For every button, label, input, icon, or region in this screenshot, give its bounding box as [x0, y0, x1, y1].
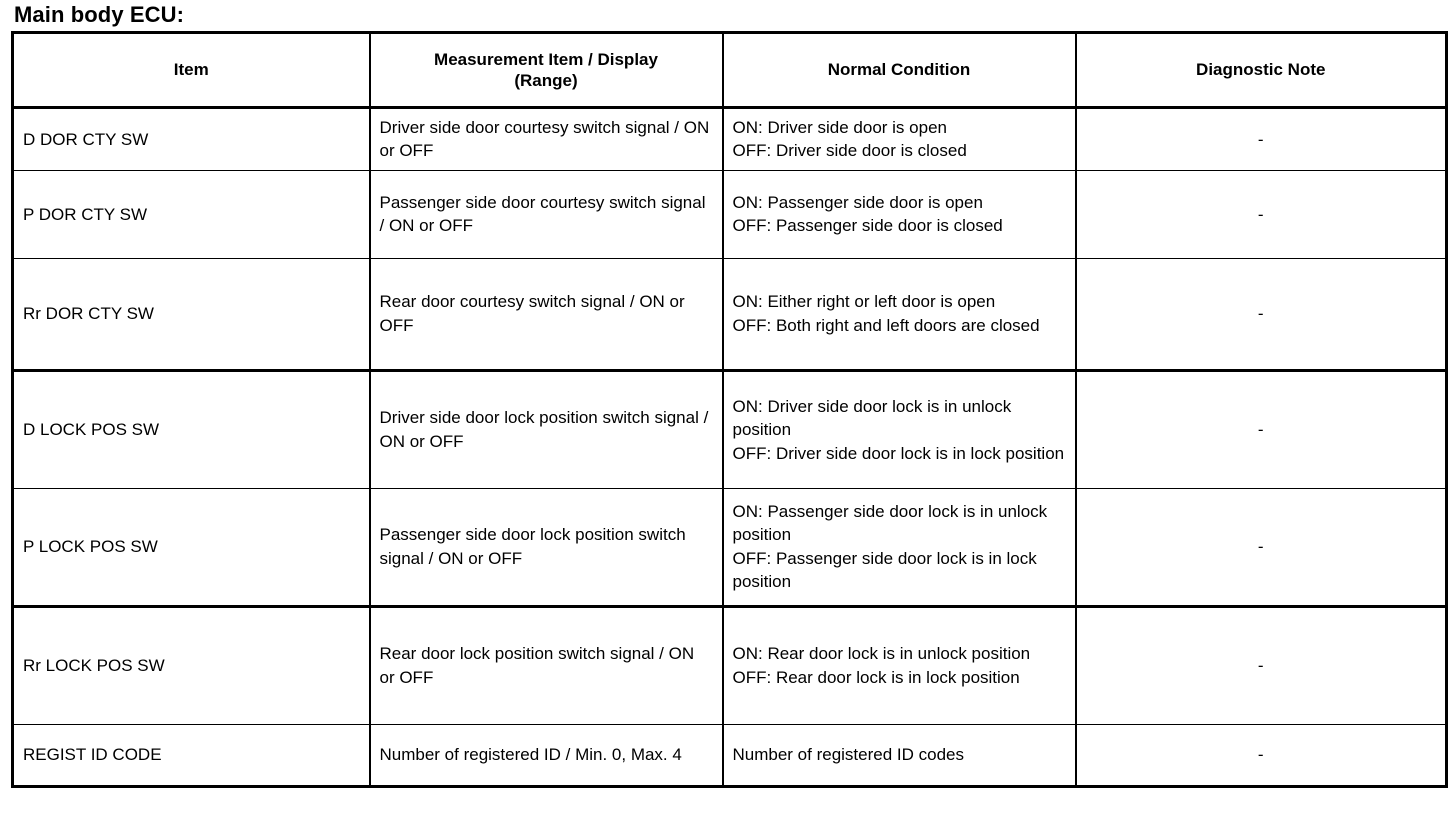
table-row: Rr DOR CTY SW Rear door courtesy switch …	[12, 258, 1447, 372]
cell-measurement: Number of registered ID / Min. 0, Max. 4	[369, 724, 724, 787]
cell-item: Rr DOR CTY SW	[12, 258, 371, 372]
cell-note: -	[1075, 170, 1447, 259]
table-row: D DOR CTY SW Driver side door courtesy s…	[12, 106, 1447, 171]
cell-note: -	[1075, 488, 1447, 608]
table-body: D DOR CTY SW Driver side door courtesy s…	[12, 106, 1447, 787]
cell-item: P LOCK POS SW	[12, 488, 371, 608]
cell-note: -	[1075, 370, 1447, 489]
cell-note: -	[1075, 258, 1447, 372]
table-header: Item Measurement Item / Display (Range) …	[12, 32, 1447, 109]
ecu-data-table: Item Measurement Item / Display (Range) …	[11, 31, 1448, 788]
column-header-note: Diagnostic Note	[1075, 32, 1447, 109]
column-header-condition: Normal Condition	[722, 32, 1077, 109]
cell-measurement: Driver side door courtesy switch signal …	[369, 106, 724, 171]
cell-note: -	[1257, 745, 1264, 765]
cell-item: D LOCK POS SW	[12, 370, 371, 489]
cell-measurement: Rear door lock position switch signal / …	[369, 606, 724, 725]
ecu-data-table-wrapper: Item Measurement Item / Display (Range) …	[11, 31, 1448, 788]
cell-condition: ON: Driver side door lock is in unlock p…	[722, 370, 1077, 489]
page-title: Main body ECU:	[14, 2, 185, 27]
cell-item: Rr LOCK POS SW	[12, 606, 371, 725]
cell-note: -	[1075, 606, 1447, 725]
cell-item: REGIST ID CODE	[12, 724, 371, 787]
table-header-row: Item Measurement Item / Display (Range) …	[12, 32, 1447, 109]
table-row: D LOCK POS SW Driver side door lock posi…	[12, 370, 1447, 489]
cell-condition: ON: Rear door lock is in unlock position…	[722, 606, 1077, 725]
table-row: P DOR CTY SW Passenger side door courtes…	[12, 170, 1447, 259]
table-row: Rr LOCK POS SW Rear door lock position s…	[12, 606, 1447, 725]
column-header-measurement-line1: Measurement Item / Display	[434, 49, 658, 69]
column-header-item: Item	[12, 32, 371, 109]
cell-condition: Number of registered ID codes	[722, 724, 1077, 787]
cell-measurement: Passenger side door lock position switch…	[369, 488, 724, 608]
cell-measurement: Driver side door lock position switch si…	[369, 370, 724, 489]
cell-measurement: Passenger side door courtesy switch sign…	[369, 170, 724, 259]
cell-item: P DOR CTY SW	[12, 170, 371, 259]
cell-note: -	[1075, 106, 1447, 171]
table-row: P LOCK POS SW Passenger side door lock p…	[12, 488, 1447, 608]
cell-item: D DOR CTY SW	[12, 106, 371, 171]
cell-condition: ON: Passenger side door lock is in unloc…	[722, 488, 1077, 608]
table-row: REGIST ID CODE Number of registered ID /…	[12, 724, 1447, 787]
column-header-measurement-line2: (Range)	[514, 71, 578, 90]
cell-measurement: Rear door courtesy switch signal / ON or…	[369, 258, 724, 372]
column-header-measurement: Measurement Item / Display (Range)	[369, 32, 724, 109]
